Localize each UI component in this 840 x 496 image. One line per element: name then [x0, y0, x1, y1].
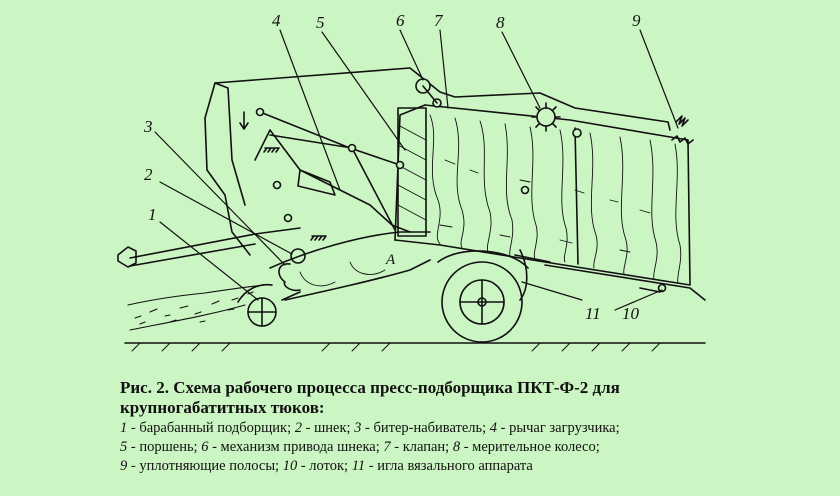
- legend-item-number: 7: [383, 439, 391, 455]
- baler-diagram: [117, 29, 706, 352]
- callout-6: 6: [396, 11, 405, 30]
- legend-item-text: - битер-набиватель;: [361, 420, 487, 436]
- arrow-down-icon: [239, 111, 249, 130]
- callout-9: 9: [632, 11, 641, 30]
- piston: [397, 107, 427, 237]
- legend-item-text: - мерительное колесо;: [460, 439, 600, 455]
- region-label-a: А: [386, 252, 396, 268]
- bale-separator: [574, 127, 579, 265]
- caption-title-line2: крупногабатитных тюков:: [120, 398, 325, 417]
- baler-hood: [204, 67, 671, 131]
- front-frame: [204, 117, 251, 256]
- bale-chute: [544, 264, 706, 301]
- legend-item-text: - рычаг загрузчика;: [497, 420, 620, 436]
- hitch-icon: [117, 246, 137, 268]
- metering-wheel: [531, 102, 561, 132]
- legend-item-text: - поршень;: [127, 439, 198, 455]
- legend: 1 - барабанный подборщик; 2 - шнек; 3 - …: [120, 420, 832, 475]
- legend-item-text: - шнек;: [302, 420, 351, 436]
- figure-caption: Рис. 2. Схема рабочего процесса пресс-по…: [120, 378, 832, 475]
- tying-needle: [514, 249, 551, 301]
- callout-11: 11: [585, 304, 601, 323]
- legend-item-text: - барабанный подборщик;: [127, 420, 292, 436]
- legend-item-number: 8: [452, 439, 461, 455]
- callout-2: 2: [144, 165, 153, 184]
- caption-title-line1: Рис. 2. Схема рабочего процесса пресс-по…: [120, 378, 620, 397]
- bale-chamber: [394, 104, 691, 286]
- legend-item-number: 2: [294, 420, 303, 436]
- legend-item-text: - уплотняющие полосы;: [127, 458, 280, 474]
- legend-line: 5 - поршень; 6 - механизм привода шнека;…: [120, 439, 832, 456]
- ground-hatching: [131, 342, 661, 352]
- callout-7: 7: [434, 11, 443, 30]
- legend-item-number: 10: [282, 458, 298, 474]
- callout-4: 4: [272, 11, 281, 30]
- drawbar: [129, 227, 301, 267]
- leader-lines: [154, 29, 679, 311]
- bale-texture: [429, 114, 682, 284]
- wheel: [441, 261, 523, 343]
- callout-3: 3: [144, 117, 153, 136]
- packer-beater: [278, 263, 301, 292]
- legend-item-text: - механизм привода шнека;: [208, 439, 380, 455]
- legend-item-number: 5: [120, 439, 128, 455]
- legend-item-number: 6: [201, 439, 209, 455]
- legend-item-number: 9: [120, 458, 128, 474]
- legend-item-number: 1: [120, 420, 128, 436]
- callout-10: 10: [622, 304, 639, 323]
- legend-item-number: 11: [351, 458, 366, 474]
- callout-8: 8: [496, 13, 505, 32]
- compaction-springs: [671, 115, 694, 145]
- callout-5: 5: [316, 13, 325, 32]
- legend-line: 1 - барабанный подборщик; 2 - шнек; 3 - …: [120, 420, 832, 437]
- legend-item-text: - клапан;: [390, 439, 450, 455]
- legend-item-number: 3: [354, 420, 362, 436]
- pickup-drum: [237, 283, 301, 327]
- callout-1: 1: [148, 205, 157, 224]
- legend-item-number: 4: [489, 420, 498, 436]
- hay-windrow: [127, 284, 266, 331]
- legend-item-text: - лоток;: [297, 458, 349, 474]
- legend-line: 9 - уплотняющие полосы; 10 - лоток; 11 -…: [120, 458, 832, 475]
- legend-item-text: - игла вязального аппарата: [365, 458, 533, 474]
- feed-chute: [269, 231, 431, 301]
